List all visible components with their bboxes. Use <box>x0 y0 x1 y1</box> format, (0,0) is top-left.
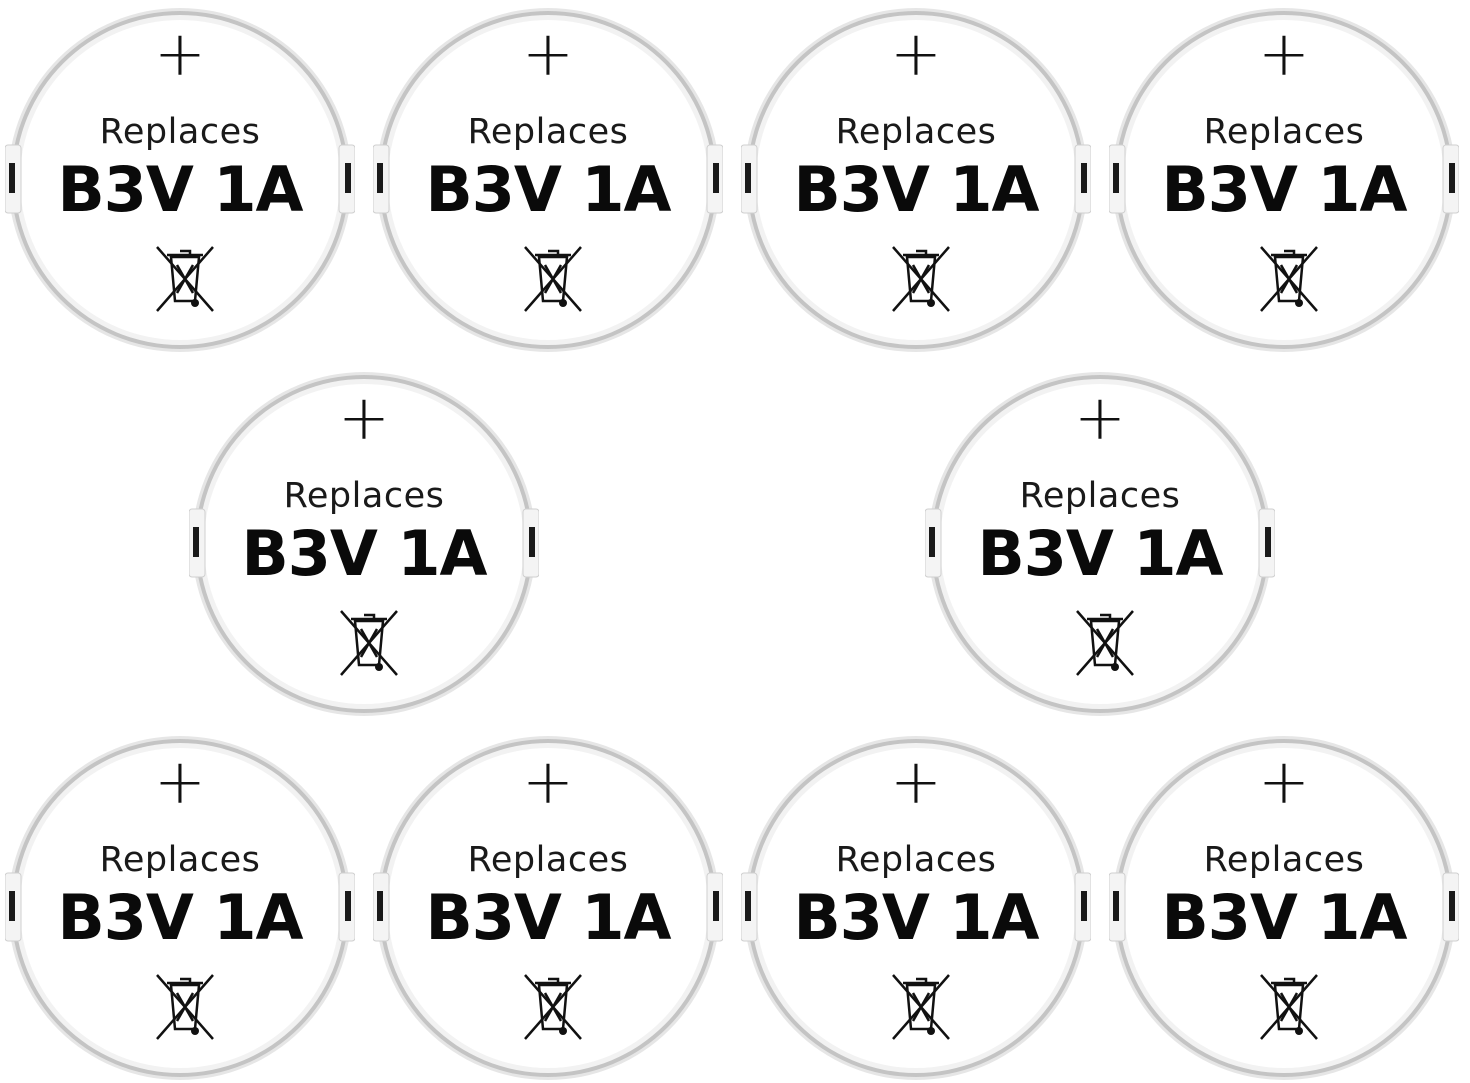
coin-battery: + Replaces B3V 1A <box>5 5 355 355</box>
battery-model-label: B3V 1A <box>57 153 303 226</box>
coin-battery: + Replaces B3V 1A <box>373 733 723 1083</box>
battery-model-label: B3V 1A <box>793 881 1039 954</box>
positive-terminal-label: + <box>154 745 206 818</box>
positive-terminal-label: + <box>154 17 206 90</box>
coin-battery: + Replaces B3V 1A <box>741 733 1091 1083</box>
crossed-out-wheelie-bin-icon <box>340 610 398 676</box>
replaces-label: Replaces <box>1019 476 1181 516</box>
battery-casing <box>925 372 1275 716</box>
positive-terminal-label: + <box>890 745 942 818</box>
battery-casing <box>1109 8 1459 352</box>
battery-casing <box>741 8 1091 352</box>
coin-battery: + Replaces B3V 1A <box>925 369 1275 719</box>
crossed-out-wheelie-bin-icon <box>1260 246 1318 312</box>
crossed-out-wheelie-bin-icon <box>1260 974 1318 1040</box>
battery-model-label: B3V 1A <box>1161 153 1407 226</box>
crossed-out-wheelie-bin-icon <box>156 246 214 312</box>
battery-model-label: B3V 1A <box>793 153 1039 226</box>
coin-battery: + Replaces B3V 1A <box>5 733 355 1083</box>
coin-battery: + Replaces B3V 1A <box>741 5 1091 355</box>
positive-terminal-label: + <box>890 17 942 90</box>
crossed-out-wheelie-bin-icon <box>892 246 950 312</box>
crossed-out-wheelie-bin-icon <box>892 974 950 1040</box>
coin-battery: + Replaces B3V 1A <box>189 369 539 719</box>
replaces-label: Replaces <box>99 112 261 152</box>
positive-terminal-label: + <box>522 17 574 90</box>
crossed-out-wheelie-bin-icon <box>1076 610 1134 676</box>
crossed-out-wheelie-bin-icon <box>524 246 582 312</box>
positive-terminal-label: + <box>522 745 574 818</box>
battery-casing <box>5 8 355 352</box>
positive-terminal-label: + <box>1074 381 1126 454</box>
battery-casing <box>373 8 723 352</box>
battery-model-label: B3V 1A <box>241 517 487 590</box>
crossed-out-wheelie-bin-icon <box>156 974 214 1040</box>
crossed-out-wheelie-bin-icon <box>524 974 582 1040</box>
replaces-label: Replaces <box>99 840 261 880</box>
coin-battery: + Replaces B3V 1A <box>373 5 723 355</box>
battery-model-label: B3V 1A <box>977 517 1223 590</box>
battery-model-label: B3V 1A <box>57 881 303 954</box>
battery-casing <box>373 736 723 1080</box>
replaces-label: Replaces <box>1203 112 1365 152</box>
positive-terminal-label: + <box>1258 745 1310 818</box>
battery-model-label: B3V 1A <box>425 153 671 226</box>
battery-casing <box>1109 736 1459 1080</box>
positive-terminal-label: + <box>338 381 390 454</box>
coin-battery: + Replaces B3V 1A <box>1109 733 1459 1083</box>
battery-casing <box>741 736 1091 1080</box>
replaces-label: Replaces <box>467 112 629 152</box>
coin-battery: + Replaces B3V 1A <box>1109 5 1459 355</box>
battery-casing <box>189 372 539 716</box>
battery-model-label: B3V 1A <box>425 881 671 954</box>
replaces-label: Replaces <box>283 476 445 516</box>
battery-model-label: B3V 1A <box>1161 881 1407 954</box>
replaces-label: Replaces <box>835 112 997 152</box>
replaces-label: Replaces <box>835 840 997 880</box>
replaces-label: Replaces <box>467 840 629 880</box>
battery-casing <box>5 736 355 1080</box>
replaces-label: Replaces <box>1203 840 1365 880</box>
positive-terminal-label: + <box>1258 17 1310 90</box>
